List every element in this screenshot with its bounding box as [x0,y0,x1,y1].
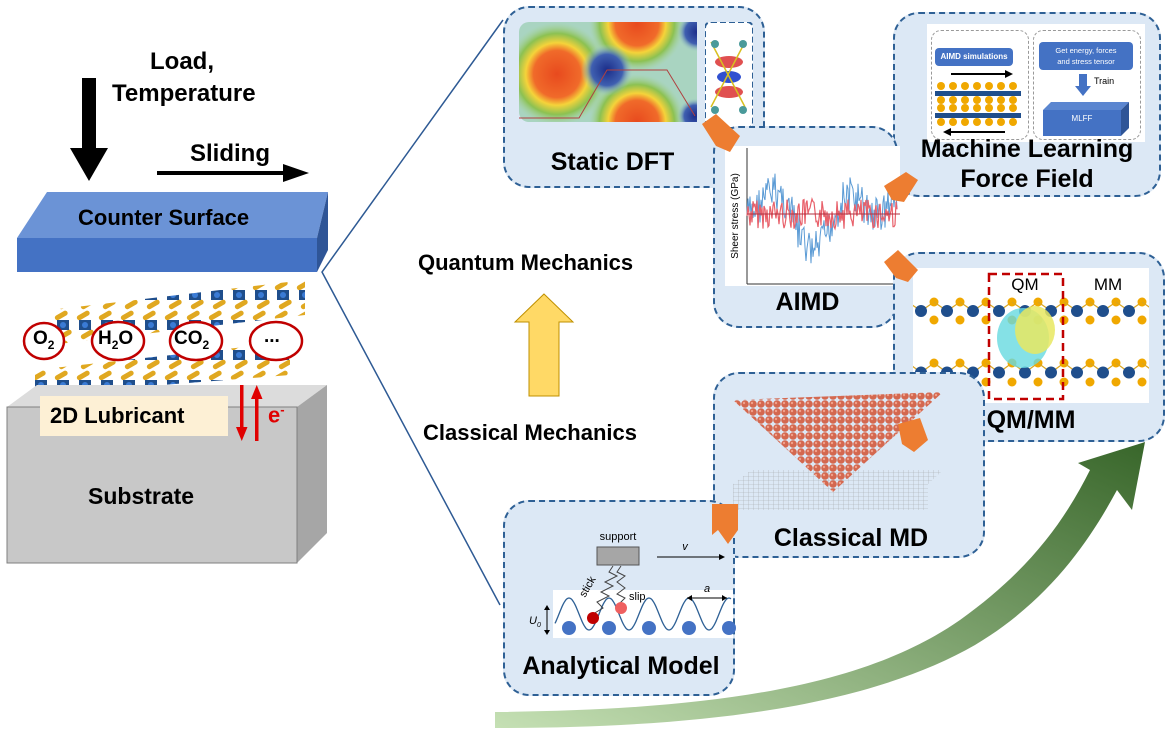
mlff-model-label: MLFF [1071,114,1093,123]
support-block [596,546,640,566]
potential-amplitude-label: U0 [529,615,541,629]
flow-arrow-md-to-qmmm [898,418,928,452]
sliding-label: Sliding [190,140,270,167]
molecule-other: ... [264,326,280,347]
aimd-series-large-stress [746,173,898,264]
dft-charge-density-image [705,22,753,128]
qmmm-title: QM/MM [986,406,1076,434]
velocity-label: v [682,541,689,553]
load-arrow-icon [70,78,108,181]
dft-energy-surface-image [519,22,697,122]
lower-lubricant-layer [35,342,290,395]
slip-label: slip [629,591,646,603]
mm-region-label: MM [1094,275,1122,294]
temperature-label: Temperature [112,80,256,107]
static-dft-title: Static DFT [550,148,675,176]
aimd-title: AIMD [775,288,840,316]
substrate-atoms [562,621,736,635]
substrate-atom [682,621,696,635]
stick-atom [587,612,599,624]
quantum-mechanics-label: Quantum Mechanics [418,250,634,275]
substrate-atom [562,621,576,635]
electron-label: e- [268,402,285,428]
lubricant-label: 2D Lubricant [50,403,185,428]
substrate-atom [602,621,616,635]
molecule-h2o: H2O [98,328,134,352]
slip-atom [615,602,627,614]
molecule-co2: CO2 [174,328,210,352]
aimd-card[interactable]: Sheer stress (GPa) AIMD [713,126,900,328]
classical-md-title: Classical MD [773,524,929,552]
substrate-atom [722,621,736,635]
lubricant-label-bg [40,396,228,436]
classical-mechanics-label: Classical Mechanics [423,420,638,445]
aimd-stress-plot: Sheer stress (GPa) [725,146,900,286]
aimd-ylabel: Sheer stress (GPa) [730,173,741,259]
support-label: support [600,531,637,543]
aimd-simulations-step: AIMD simulations [935,48,1013,66]
substrate-label: Substrate [88,483,195,509]
qm-region-label: QM [1011,275,1038,294]
analytical-model-card[interactable]: support v stick slip a U0 Analytical Mod… [503,500,736,696]
molecule-o2: O2 [33,328,55,352]
electron-transfer-arrows-icon [236,385,263,441]
md-tip-substrate-image [733,392,943,510]
aimd-series-small-stress [746,196,898,231]
substrate-atom [642,621,656,635]
flow-arrow-analytical-to-md [712,504,738,544]
stick-slip-model-image: support v stick slip a U0 [529,531,736,638]
load-label: Load, [150,48,214,75]
train-label: Train [1094,76,1115,86]
flow-arrow-dft-to-aimd [702,114,740,152]
period-label: a [704,583,710,595]
molecule-clouds [22,320,304,362]
potential-curve [554,597,732,631]
classical-md-card[interactable]: Classical MD [713,372,985,558]
flow-arrow-aimd-to-qmmm [884,250,918,282]
flow-arrow-aimd-to-mlff [884,172,918,202]
sliding-arrow-icon [157,164,309,182]
counter-surface-block [17,192,330,272]
analytical-model-title: Analytical Model [522,652,720,680]
scale-up-arrow-icon [513,293,575,397]
counter-surface-label: Counter Surface [78,205,250,230]
